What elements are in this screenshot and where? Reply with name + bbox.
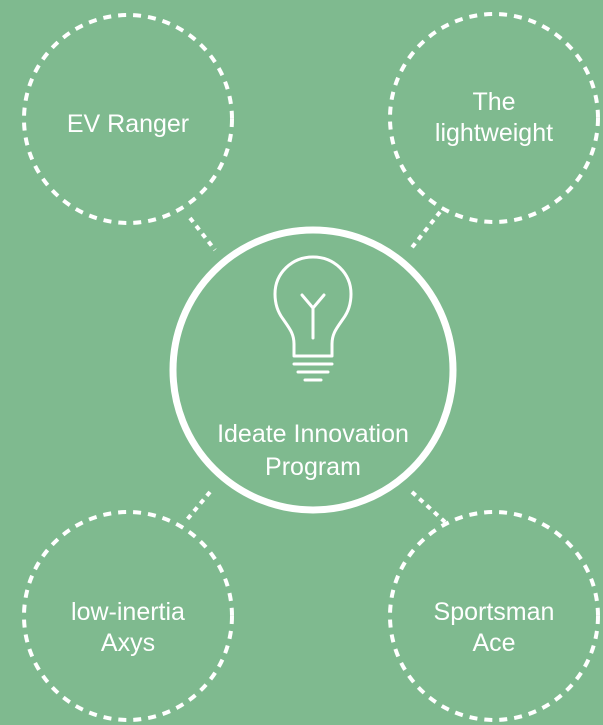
node-circle-low-inertia-axys — [22, 510, 234, 722]
connector-top-left — [188, 216, 217, 252]
node-label-ev-ranger: EV Ranger — [66, 109, 190, 138]
node-label-lightweight: The lightweight — [434, 88, 554, 147]
center-circle — [169, 226, 457, 514]
node-circle-lightweight — [388, 12, 600, 224]
connector-bottom-right — [410, 490, 447, 524]
connector-bottom-left — [183, 490, 212, 524]
node-label-sportsman-ace: Sportsman Ace — [433, 598, 555, 657]
node-circle-sportsman-ace — [388, 510, 600, 722]
connector-top-right — [408, 210, 442, 252]
node-circle-ev-ranger — [22, 13, 234, 225]
lightbulb-icon — [273, 255, 353, 382]
node-label-low-inertia-axys: low-inertia Axys — [71, 598, 185, 657]
center-label: Ideate Innovation Program — [217, 420, 409, 481]
